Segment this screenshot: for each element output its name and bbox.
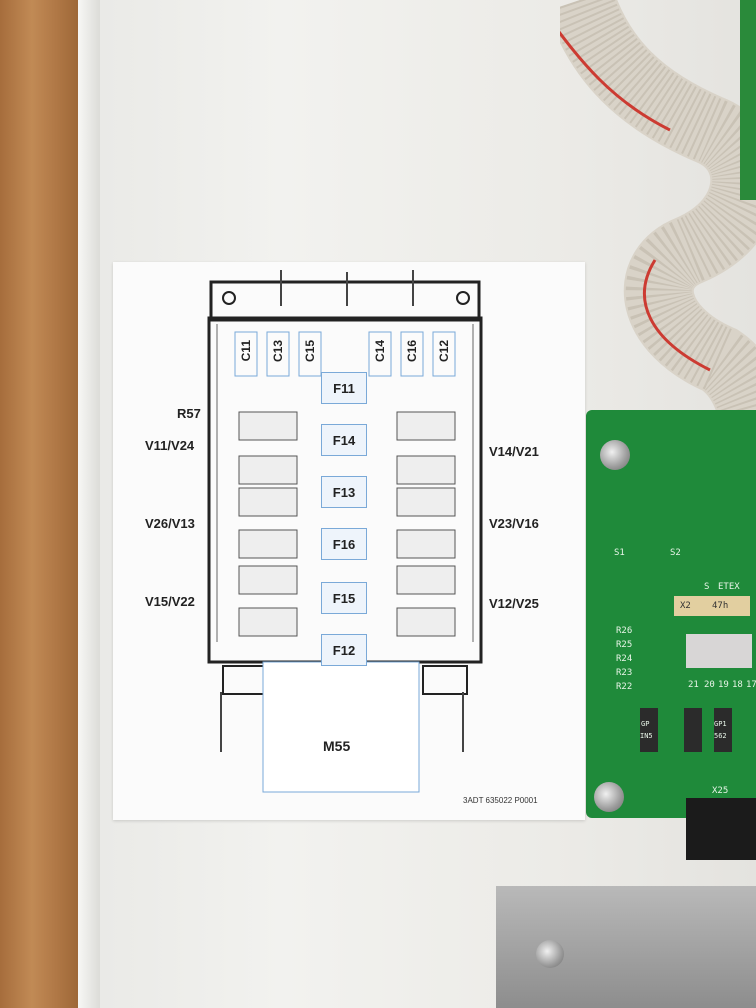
pcb-label-x25: X25: [712, 786, 729, 796]
pcb-label-r22: R22: [616, 682, 633, 692]
pcb-label-18: 18: [732, 680, 743, 690]
pcb-label-19: 19: [718, 680, 729, 690]
pcb-label-20: 20: [704, 680, 715, 690]
pcb-label-47h: 47h: [712, 601, 729, 611]
pcb-label-21: 21: [688, 680, 699, 690]
pair-label-v26-v13: V26/V13: [145, 516, 195, 531]
wood-background: [0, 0, 80, 1008]
pcb-resistor-array: [686, 634, 752, 668]
pcb-label-gp1: GP1: [714, 720, 727, 728]
capacitor-c12: C12: [437, 340, 451, 363]
fuse-f14: F14: [321, 424, 367, 456]
pcb-label-r26: R26: [616, 626, 633, 636]
pair-label-v15-v22: V15/V22: [145, 594, 195, 609]
pcb-label-r24: R24: [616, 654, 633, 664]
fuse-layout-label: C11 C13 C15 C14 C16 C12 F11 F14 F13 F16 …: [113, 262, 585, 820]
pcb-label-s2: S2: [670, 548, 681, 558]
capacitor-c13: C13: [271, 340, 285, 363]
bracket-screw: [536, 940, 564, 968]
pcb-label-etex: ETEX: [718, 582, 740, 592]
panel-edge: [78, 0, 100, 1008]
ribbon-cable: [560, 0, 756, 442]
connector-block: [686, 798, 756, 860]
pair-label-v11-v24: V11/V24: [145, 438, 195, 453]
pcb-capacitor: [674, 596, 750, 616]
pair-label-v12-v25: V12/V25: [489, 596, 539, 611]
module-m55-label: M55: [323, 738, 351, 754]
pcb-screw: [600, 440, 630, 470]
pcb-diode: [714, 708, 732, 752]
pcb-diode: [640, 708, 658, 752]
pcb-label-r25: R25: [616, 640, 633, 650]
pair-label-v23-v16: V23/V16: [489, 516, 539, 531]
pcb-label-s: S: [704, 582, 710, 592]
fuse-f16: F16: [321, 528, 367, 560]
capacitor-c15: C15: [303, 340, 317, 363]
fuse-f13: F13: [321, 476, 367, 508]
part-code: 3ADT 635022 P0001: [463, 796, 538, 805]
pcb-diode: [684, 708, 702, 752]
pair-label-v14-v21: V14/V21: [489, 444, 539, 459]
pcb-label-17: 17: [746, 680, 756, 690]
capacitor-c14: C14: [373, 340, 387, 363]
fuse-f12: F12: [321, 634, 367, 666]
fuse-f15: F15: [321, 582, 367, 614]
capacitor-c16: C16: [405, 340, 419, 363]
upper-pcb-edge: [740, 0, 756, 200]
capacitor-c11: C11: [239, 340, 253, 362]
fuse-f11: F11: [321, 372, 367, 404]
pcb-label-gp: GP: [641, 720, 650, 728]
pcb-label-562: 562: [714, 732, 727, 740]
resistor-r57-label: R57: [177, 406, 201, 421]
pcb-screw: [594, 782, 624, 812]
metal-bracket: [496, 886, 756, 1008]
pcb-label-s1: S1: [614, 548, 625, 558]
pcb-label-x2: X2: [680, 601, 691, 611]
pcb-label-in5: IN5: [640, 732, 653, 740]
pcb-label-r23: R23: [616, 668, 633, 678]
